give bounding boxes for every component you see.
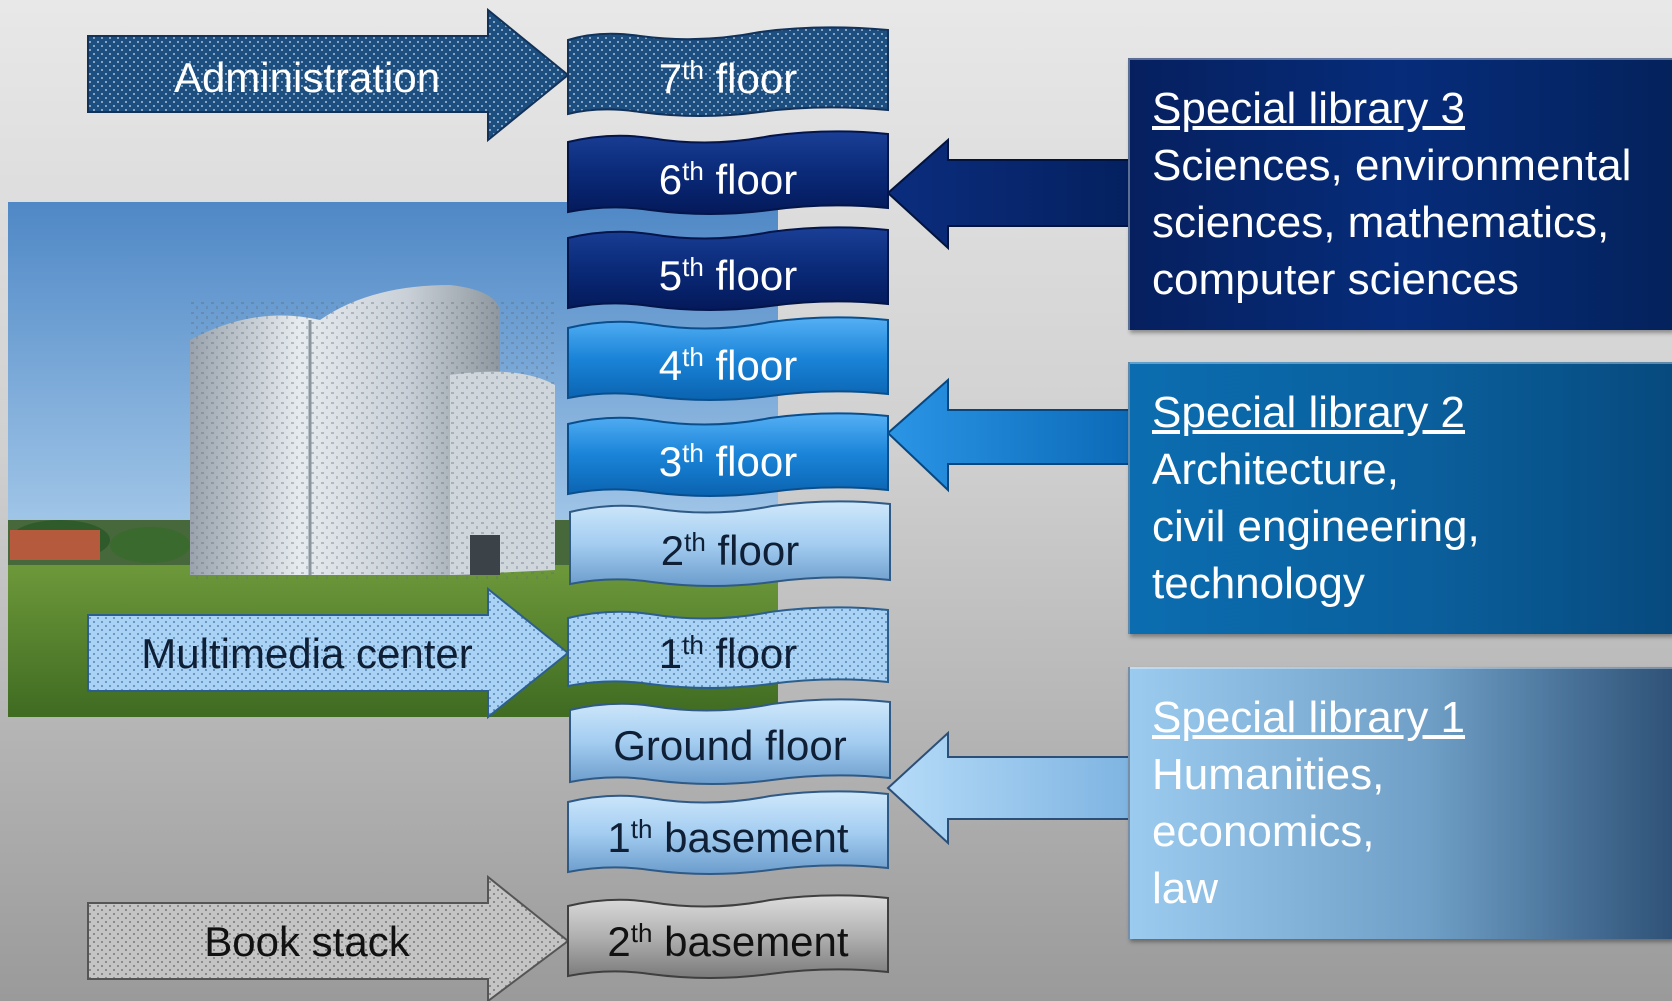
floor-7-number: 7: [659, 55, 682, 102]
library-3-arrow: [886, 137, 1131, 251]
floor-4-label: floor: [704, 342, 797, 389]
basement-1-label: basement: [652, 814, 848, 861]
svg-text:Ground floor: Ground floor: [613, 722, 846, 769]
book-stack-label: Book stack: [204, 918, 410, 965]
svg-text:5th floor: 5th floor: [659, 252, 797, 299]
floor-1-number: 1: [659, 630, 682, 677]
floor-7-label: floor: [704, 55, 797, 102]
multimedia-center-arrow: Multimedia center: [87, 586, 570, 720]
special-library-1-title: Special library 1: [1152, 693, 1466, 742]
floor-1-sup: th: [682, 630, 704, 660]
floor-5: 5th floor: [567, 226, 889, 311]
floor-3: 3th floor: [567, 412, 889, 497]
basement-1-sup: th: [631, 814, 653, 844]
basement-2: 2th basement: [567, 894, 889, 979]
basement-2-label: basement: [652, 918, 848, 965]
svg-text:3th floor: 3th floor: [659, 438, 797, 485]
special-library-3-box: Special library 3 Sciences, environmenta…: [1128, 58, 1672, 330]
book-stack-arrow: Book stack: [87, 874, 570, 1001]
svg-text:4th floor: 4th floor: [659, 342, 797, 389]
administration-arrow: Administration: [87, 7, 570, 143]
basement-2-sup: th: [631, 918, 653, 948]
floor-5-label: floor: [704, 252, 797, 299]
floor-7-sup: th: [682, 55, 704, 85]
special-library-2-title: Special library 2: [1152, 388, 1466, 437]
basement-1-number: 1: [607, 814, 630, 861]
floor-4-number: 4: [659, 342, 682, 389]
svg-text:1th basement: 1th basement: [607, 814, 848, 861]
floor-1-label: floor: [704, 630, 797, 677]
floor-2-sup: th: [684, 527, 706, 557]
multimedia-center-label: Multimedia center: [141, 630, 472, 677]
svg-text:6th floor: 6th floor: [659, 156, 797, 203]
floor-1: 1th floor: [567, 606, 889, 689]
svg-text:2th basement: 2th basement: [607, 918, 848, 965]
floor-4-sup: th: [682, 342, 704, 372]
special-library-3-title: Special library 3: [1152, 84, 1466, 133]
floor-2-label: floor: [706, 527, 799, 574]
floor-6-label: floor: [704, 156, 797, 203]
special-library-2-desc: Architecture, civil engineering, technol…: [1152, 445, 1480, 608]
library-1-arrow: [886, 730, 1131, 846]
floor-3-number: 3: [659, 438, 682, 485]
ground-floor-label: Ground floor: [613, 722, 846, 769]
floor-5-number: 5: [659, 252, 682, 299]
ground-floor: Ground floor: [569, 698, 891, 785]
building-towers: [190, 285, 555, 580]
special-library-2-box: Special library 2 Architecture, civil en…: [1128, 362, 1672, 634]
svg-text:1th floor: 1th floor: [659, 630, 797, 677]
special-library-3-desc: Sciences, environmental sciences, mathem…: [1152, 141, 1632, 304]
library-2-arrow: [886, 377, 1131, 493]
floor-3-sup: th: [682, 438, 704, 468]
floor-2-number: 2: [661, 527, 684, 574]
special-library-1-desc: Humanities, economics, law: [1152, 750, 1385, 913]
floor-4: 4th floor: [567, 316, 889, 401]
svg-text:2th floor: 2th floor: [661, 527, 799, 574]
floor-7: 7th floor: [567, 26, 889, 117]
administration-label: Administration: [174, 54, 440, 101]
special-library-1-box: Special library 1 Humanities, economics,…: [1128, 667, 1672, 939]
floor-5-sup: th: [682, 252, 704, 282]
floor-3-label: floor: [704, 438, 797, 485]
floor-6-number: 6: [659, 156, 682, 203]
basement-1: 1th basement: [567, 790, 889, 875]
floor-6-sup: th: [682, 156, 704, 186]
floor-6: 6th floor: [567, 130, 889, 215]
basement-2-number: 2: [607, 918, 630, 965]
svg-text:7th floor: 7th floor: [659, 55, 797, 102]
floor-2: 2th floor: [569, 500, 891, 587]
